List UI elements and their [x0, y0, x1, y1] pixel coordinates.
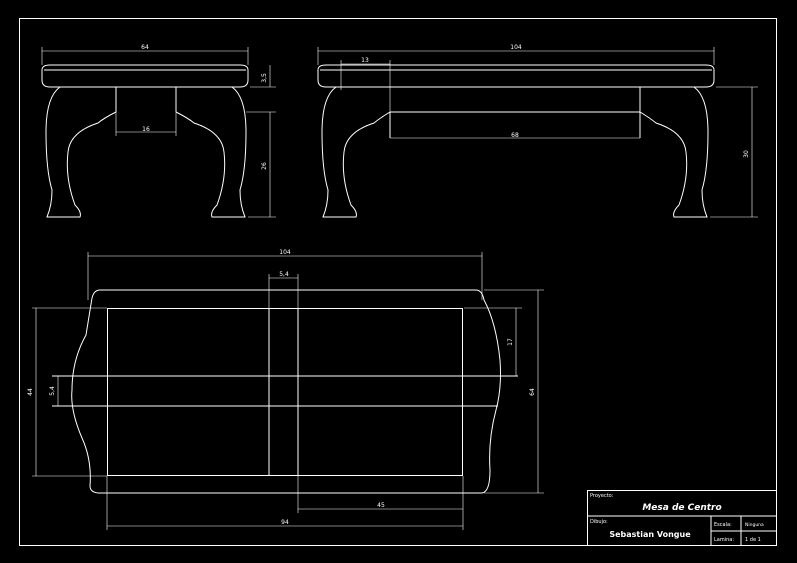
dim-front-leg-gap: 16 [142, 126, 150, 133]
dibujo-label: Dibujo: [590, 519, 608, 525]
dim-side-height: 30 [743, 150, 750, 158]
plan-view: 104 5,4 17 64 44 5,4 94 45 [27, 249, 544, 530]
dim-side-inner: 68 [511, 132, 519, 139]
lamina-label: Lamina: [714, 537, 734, 543]
dim-plan-depth: 64 [529, 388, 536, 396]
dim-plan-bottom-45: 45 [377, 502, 385, 509]
dim-plan-center-rail: 5,4 [279, 271, 289, 278]
lamina-value: 1 de 1 [745, 537, 761, 543]
dim-side-total: 104 [510, 44, 522, 51]
side-view: 104 13 68 30 [317, 44, 758, 218]
dim-side-overhang: 13 [361, 57, 369, 64]
dim-plan-right-17: 17 [507, 338, 514, 346]
dim-front-width: 64 [141, 44, 149, 51]
front-view: 64 3,5 16 26 [41, 44, 276, 218]
proyecto-label: Proyecto: [590, 493, 614, 499]
dim-front-leg-height: 26 [261, 162, 268, 170]
dim-plan-bottom-94: 94 [281, 519, 289, 526]
escala-value: Ninguna [745, 522, 764, 528]
dim-plan-left-44: 44 [27, 388, 34, 396]
title-block: Proyecto: Mesa de Centro Dibujo: Sebasti… [587, 490, 777, 546]
escala-label: Escala: [714, 522, 732, 528]
dim-plan-left-small: 5,4 [49, 386, 56, 396]
dibujo-value: Sebastian Vongue [609, 530, 691, 539]
dim-front-top-thickness: 3,5 [261, 73, 268, 83]
proyecto-value: Mesa de Centro [642, 503, 721, 513]
sheet-border [19, 18, 777, 546]
dim-plan-total: 104 [279, 249, 291, 256]
